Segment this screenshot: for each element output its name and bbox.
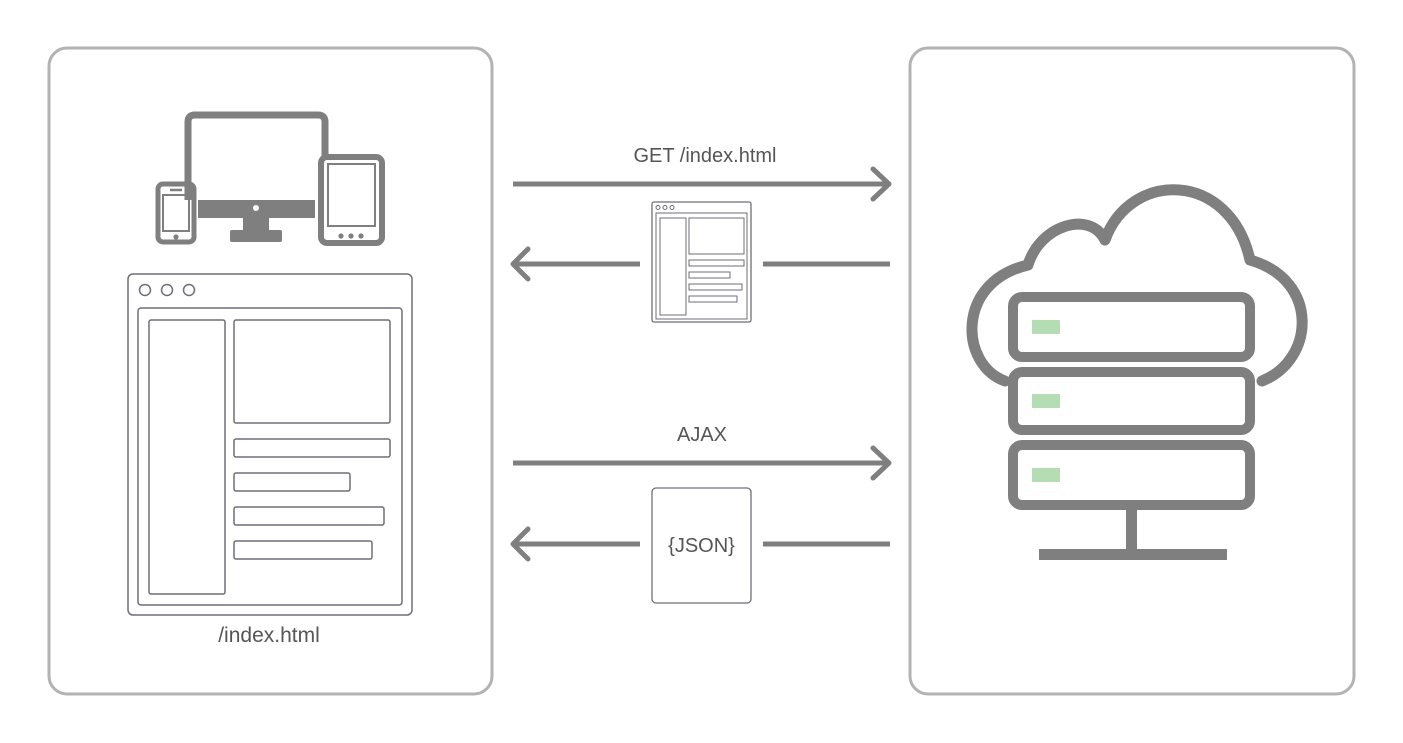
- text-line-block: [233, 540, 373, 560]
- server-rack-icon: [1008, 292, 1255, 560]
- content-block: [233, 319, 391, 424]
- server-unit: [1008, 367, 1255, 435]
- server-stand-base: [1039, 549, 1227, 560]
- server-unit: [1008, 292, 1255, 362]
- window-dot-icon: [138, 283, 152, 297]
- text-line-block: [233, 472, 351, 492]
- window-dot-icon: [182, 283, 196, 297]
- page-caption: /index.html: [218, 624, 320, 647]
- sidebar-block: [148, 319, 226, 595]
- page-request-group: GET /index.html: [510, 145, 892, 323]
- html-document-icon: [651, 201, 752, 323]
- server-stand-stem: [1126, 510, 1137, 555]
- cloud-icon: [966, 184, 1308, 387]
- server-led-icon: [1032, 468, 1060, 482]
- browser-viewport: [137, 307, 403, 606]
- monitor-icon: [184, 111, 329, 242]
- ajax-request-arrow: [513, 445, 892, 481]
- json-payload-label: {JSON}: [668, 535, 735, 557]
- server-panel: [908, 46, 1356, 696]
- json-document-icon: {JSON}: [651, 487, 752, 604]
- page-request-label: GET /index.html: [633, 145, 776, 167]
- text-line-block: [233, 506, 385, 526]
- phone-icon: [155, 181, 197, 245]
- browser-frame: [127, 273, 413, 616]
- ajax-request-group: AJAX {JSON}: [510, 424, 892, 604]
- ajax-response-arrow: [510, 526, 890, 562]
- devices-icon: [155, 111, 385, 246]
- request-arrow: [513, 166, 892, 202]
- server-led-icon: [1032, 394, 1060, 408]
- browser-window: [127, 273, 413, 616]
- server-led-icon: [1032, 320, 1060, 334]
- response-arrow: [510, 246, 890, 282]
- window-dot-icon: [160, 283, 174, 297]
- text-line-block: [233, 438, 391, 458]
- server-unit: [1008, 440, 1255, 510]
- client-panel: /index.html: [47, 46, 494, 696]
- tablet-icon: [318, 154, 385, 246]
- ajax-request-label: AJAX: [677, 424, 727, 446]
